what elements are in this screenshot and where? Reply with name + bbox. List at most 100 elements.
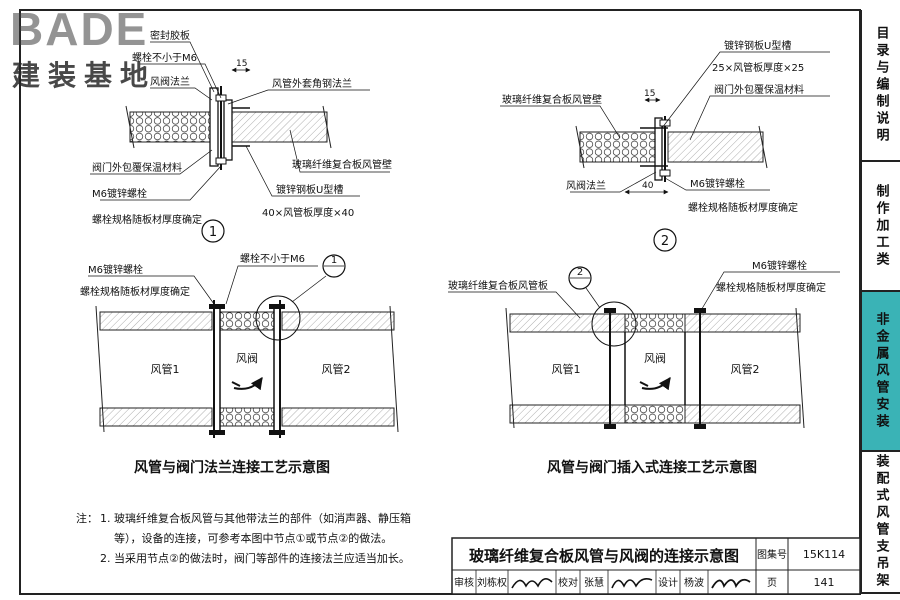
node1-break-left <box>125 105 135 149</box>
side-tab-label: 装配式风管支吊架 <box>873 454 889 590</box>
node1-label-bolt-spec: 螺栓规格随板材厚度确定 <box>92 213 202 226</box>
figure-insert-connection: 玻璃纤维复合板风管板 2 M6镀锌螺栓 螺栓规格随板材厚度确定 风管1 风阀 风… <box>448 259 840 476</box>
notes-prefix: 注： <box>76 511 98 525</box>
left-break-2 <box>389 305 399 433</box>
node2-label-bolt: M6镀锌螺栓 <box>690 177 745 190</box>
right-label-duct1: 风管1 <box>552 362 581 376</box>
design-label: 设计 <box>658 576 678 589</box>
right-valve-bottom-panel <box>624 404 686 424</box>
node1-label-u-channel: 镀锌钢板U型槽 <box>276 183 343 196</box>
side-tab-label: 非金属风管安装 <box>873 311 889 431</box>
node2-label-u-channel-spec: 25×风管板厚度×25 <box>712 61 804 74</box>
right-callout-number: 2 <box>577 267 583 278</box>
node2-leader-insulation <box>689 95 830 141</box>
node1-number: 1 <box>209 225 217 240</box>
atlas-label: 图集号 <box>757 548 787 561</box>
right-label-duct2: 风管2 <box>731 362 760 376</box>
note-1-line-2: 等），设备的连接，可参考本图中节点①或节点②的做法。 <box>114 531 392 545</box>
node1-label-gasket: 密封胶板 <box>150 29 190 42</box>
right-label-valve: 风阀 <box>644 351 666 365</box>
checker-name: 张慧 <box>584 576 604 589</box>
reviewer-signature <box>511 578 553 589</box>
side-tab-nonmetal-duct[interactable]: 非金属风管安装 <box>860 290 900 450</box>
right-bolt-head-1 <box>604 308 616 313</box>
right-valve-top-panel <box>624 313 686 333</box>
node2-nut-top <box>659 119 671 127</box>
right-leader-panel <box>448 291 581 319</box>
node2-label-duct-wall: 玻璃纤维复合板风管壁 <box>502 93 602 106</box>
right-detail-circle <box>591 301 637 347</box>
right-break-2 <box>795 307 805 429</box>
note-2: 2. 当采用节点②的做法时，阀门等部件的连接法兰应适当加长。 <box>100 551 410 565</box>
left-valve-bottom-panel <box>219 407 275 427</box>
node1-label-duct-wall: 玻璃纤维复合板风管壁 <box>292 158 392 171</box>
left-callout-number: 1 <box>331 255 337 266</box>
side-tab-contents[interactable]: 目录与编制说明 <box>860 10 900 160</box>
figure-flange-connection: M6镀锌螺栓 螺栓规格随板材厚度确定 螺栓不小于M6 1 风管1 风阀 风管2 … <box>80 252 399 476</box>
left-callout-leader <box>291 275 327 303</box>
right-label-panel: 玻璃纤维复合板风管板 <box>448 279 548 292</box>
node1-leader-bolt <box>100 165 222 201</box>
page-label: 页 <box>767 577 777 589</box>
node1-leader-gasket <box>150 41 215 93</box>
node1-leader-insulation <box>90 149 213 175</box>
right-label-bolt-spec: 螺栓规格随板材厚度确定 <box>716 281 826 294</box>
bade-logo: BADE 建装基地 <box>4 2 184 92</box>
node1-left-panel <box>129 111 211 143</box>
node2-right-panel <box>667 131 764 163</box>
node1-label-valve-flange: 风阀法兰 <box>150 75 190 88</box>
right-duct2-bottom-panel <box>684 404 801 424</box>
node2-nut-bottom <box>659 169 671 177</box>
node2-valve-flange <box>654 117 663 181</box>
node1-right-panel <box>231 111 328 143</box>
left-leader-bolt-min <box>225 265 318 305</box>
right-break-1 <box>505 307 515 429</box>
node2-leader-valve-flange <box>570 171 657 193</box>
right-caption: 风管与阀门插入式连接工艺示意图 <box>547 459 757 476</box>
node1-nut-bottom <box>215 157 227 165</box>
atlas-number: 15K114 <box>803 548 845 561</box>
left-detail-circle <box>255 295 301 341</box>
right-duct2-top-panel <box>684 313 801 333</box>
left-valve-top-panel <box>219 311 275 331</box>
node1-label-bolt-min: 螺栓不小于M6 <box>132 51 197 64</box>
drawing-border <box>19 9 861 595</box>
drawing-title: 玻璃纤维复合板风管与风阀的连接示意图 <box>469 547 739 565</box>
node2-leader-u-channel <box>661 51 830 129</box>
node1-label-angle-flange: 风管外套角钢法兰 <box>272 77 352 90</box>
node2-label-bolt-spec: 螺栓规格随板材厚度确定 <box>688 201 798 214</box>
node2-dim15: 15 <box>644 89 655 99</box>
logo-subtitle: 建装基地 <box>12 59 157 92</box>
node1-dim: 15 <box>236 59 247 69</box>
right-bolt-head-4 <box>694 424 706 429</box>
node-2-detail: 15 40 镀锌钢板U型槽 25×风管板厚度×25 玻璃纤维复合板风管壁 阀门外… <box>500 39 830 252</box>
right-duct1-bottom-panel <box>509 404 626 424</box>
left-duct1-top-panel <box>99 311 213 331</box>
left-label-bolt-min: 螺栓不小于M6 <box>240 252 305 265</box>
node1-number-circle <box>201 219 225 243</box>
right-airflow-tail <box>639 381 649 387</box>
node1-leader-valve-flange <box>150 87 213 101</box>
side-tab-fabrication[interactable]: 制作加工类 <box>860 160 900 290</box>
node2-label-valve-flange: 风阀法兰 <box>566 179 606 192</box>
left-label-duct1: 风管1 <box>151 362 180 376</box>
side-tab-support-hanger[interactable]: 装配式风管支吊架 <box>860 450 900 594</box>
page-number: 141 <box>814 576 835 589</box>
left-duct2-bottom-panel <box>281 407 395 427</box>
node1-break-right <box>322 105 332 149</box>
node2-label-u-channel: 镀锌钢板U型槽 <box>724 39 791 52</box>
left-bolt-head-2 <box>269 304 285 309</box>
right-airflow-arrow <box>641 377 671 391</box>
right-bolt-head-3 <box>604 424 616 429</box>
designer-name: 杨波 <box>684 576 704 589</box>
left-caption: 风管与阀门法兰连接工艺示意图 <box>134 459 330 476</box>
left-leader-bolt <box>88 275 215 305</box>
left-airflow-arrow <box>233 377 263 391</box>
side-tab-label: 目录与编制说明 <box>873 25 889 145</box>
node2-break-left <box>575 125 585 169</box>
review-label: 审核 <box>454 576 474 589</box>
check-label: 校对 <box>558 576 578 589</box>
node1-valve-flange <box>209 87 219 167</box>
left-bolt-head-1 <box>209 304 225 309</box>
